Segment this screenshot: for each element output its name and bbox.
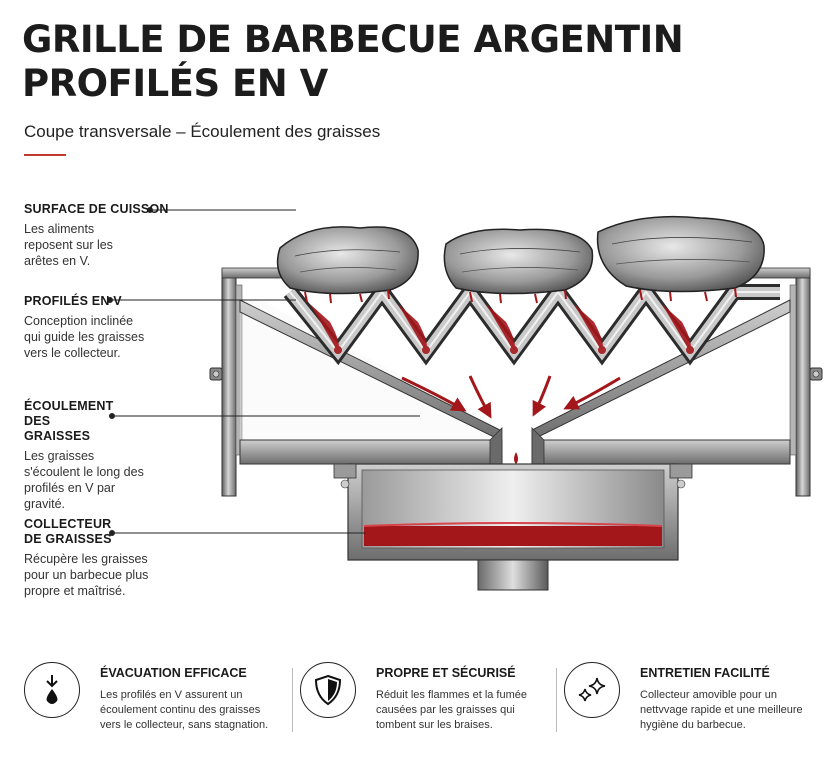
- bolt-right-icon: [809, 367, 823, 381]
- accent-rule: [24, 154, 66, 156]
- callout-v-profiles: PROFILÉS EN V Conception inclinée qui gu…: [24, 294, 184, 361]
- callout-text: Les graisses s'écoulent le long des prof…: [24, 449, 144, 511]
- shield-icon: [300, 662, 356, 718]
- v-profile-grate: [283, 278, 780, 366]
- deflector-plate-right: [531, 299, 791, 465]
- feature-efficient-drainage: ÉVACUATION EFFICACE Les profilés en V as…: [24, 660, 294, 740]
- frame-left-wall: [221, 269, 243, 497]
- callout-grease-collector: COLLECTEUR DE GRAISSES Récupère les grai…: [24, 517, 184, 599]
- callout-heading: SURFACE DE CUISSON: [24, 202, 169, 216]
- feature-heading: ENTRETIEN FACILITÉ: [640, 666, 770, 680]
- feature-easy-maintenance: ENTRETIEN FACILITÉ Collecteur amovible p…: [564, 660, 824, 740]
- feature-text: Les profilés en V assurent un écoulement…: [100, 689, 269, 731]
- page-title: GRILLE DE BARBECUE ARGENTIN PROFILÉS EN …: [22, 18, 684, 106]
- feature-heading: PROPRE ET SÉCURISÉ: [376, 666, 516, 680]
- callout-cooking-surface: SURFACE DE CUISSON Les aliments reposent…: [24, 202, 184, 269]
- title-line-2: PROFILÉS EN V: [22, 62, 328, 105]
- feature-text: Collecteur amovible pour un nettvvage ra…: [640, 689, 803, 731]
- steak-right: [596, 215, 765, 302]
- feature-clean-safe: PROPRE ET SÉCURISÉ Réduit les flammes et…: [300, 660, 560, 740]
- grease-flow-arrows: [401, 375, 621, 419]
- steak-left: [276, 226, 419, 304]
- callout-heading: PROFILÉS EN V: [24, 294, 122, 308]
- page-subtitle: Coupe transversale – Écoulement des grai…: [24, 122, 381, 141]
- callout-text: Conception inclinée qui guide les graiss…: [24, 314, 145, 360]
- callout-leader-lines: [107, 207, 420, 536]
- grill-cross-section: [107, 207, 823, 591]
- drain-pipe: [477, 559, 549, 591]
- feature-divider: [556, 668, 557, 732]
- callout-heading: ÉCOULEMENT DES GRAISSES: [24, 399, 114, 443]
- features-bar: ÉVACUATION EFFICACE Les profilés en V as…: [0, 660, 840, 760]
- steak-middle: [443, 228, 594, 304]
- grease-collector: [333, 463, 693, 561]
- feature-heading: ÉVACUATION EFFICACE: [100, 666, 247, 680]
- sparkle-icon: [564, 662, 620, 718]
- title-line-1: GRILLE DE BARBECUE ARGENTIN: [22, 18, 684, 61]
- callout-grease-flow: ÉCOULEMENT DES GRAISSES Les graisses s'é…: [24, 399, 184, 512]
- callout-text: Récupère les graisses pour un barbecue p…: [24, 552, 149, 598]
- feature-text: Réduit les flammes et la fumée causées p…: [376, 689, 528, 731]
- grease-in-troughs: [310, 304, 694, 354]
- feature-divider: [292, 668, 293, 732]
- bolt-left-icon: [209, 367, 223, 381]
- callout-heading: COLLECTEUR DE GRAISSES: [24, 517, 112, 546]
- drop-arrow-icon: [24, 662, 80, 718]
- callout-text: Les aliments reposent sur les arêtes en …: [24, 222, 113, 268]
- frame-right-wall: [789, 269, 811, 497]
- deflector-plate-left: [239, 299, 503, 466]
